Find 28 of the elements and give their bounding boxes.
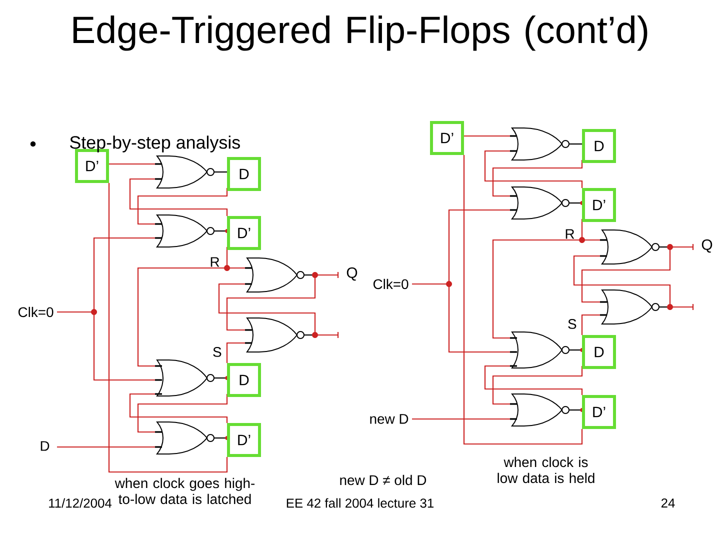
signal-box: D	[582, 335, 616, 369]
pin-label: D	[40, 441, 50, 451]
signal-box: D’	[582, 395, 616, 429]
signal-box: D’	[430, 121, 464, 155]
signal-box: D	[227, 157, 261, 191]
footer-text: 11/12/2004	[49, 498, 112, 508]
signal-box: D’	[227, 423, 261, 457]
pin-label: Clk=0	[373, 278, 408, 290]
signal-box: D’	[582, 188, 616, 222]
note-text: new D ≠ old D	[340, 474, 426, 486]
pin-label: R	[566, 229, 574, 239]
pin-label: Clk=0	[18, 306, 54, 318]
wire	[108, 183, 228, 473]
signal-box: D	[582, 129, 616, 163]
pin-label: Q	[702, 239, 712, 253]
note-text: when clock is low data is held	[498, 456, 594, 484]
pin-label: S	[213, 347, 222, 357]
pin-label: new D	[370, 414, 408, 424]
pin-label: S	[568, 319, 576, 329]
pin-label: R	[210, 257, 220, 267]
slide-title: Edge-Triggered Flip-Flops (cont’d)	[73, 16, 648, 51]
wire	[463, 155, 583, 445]
signal-box: D’	[227, 216, 261, 250]
footer-text: 24	[661, 498, 675, 508]
pin-label: Q	[346, 267, 358, 281]
footer-text: EE 42 fall 2004 lecture 31	[286, 498, 434, 508]
note-text: when clock goes high-to-low data is latched	[114, 478, 255, 504]
signal-box: D	[227, 363, 261, 397]
